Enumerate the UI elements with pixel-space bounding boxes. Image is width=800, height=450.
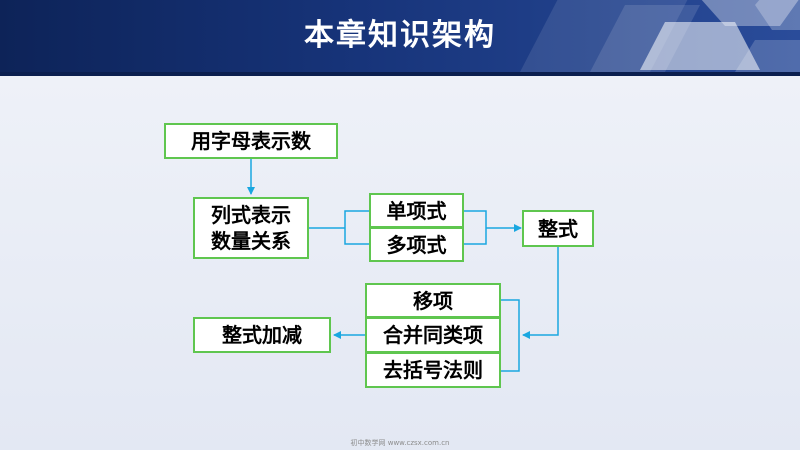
node-expressions-line1: 列式表示 <box>211 203 291 227</box>
node-letters-represent-numbers: 用字母表示数 <box>164 123 338 159</box>
node-add-subtract-expressions: 整式加减 <box>193 317 331 353</box>
node-integral-expression: 整式 <box>522 210 594 247</box>
node-combine-like-terms: 合并同类项 <box>365 317 501 353</box>
footer-watermark: 初中数学网 www.czsx.com.cn <box>350 439 450 447</box>
node-polynomial: 多项式 <box>369 227 464 262</box>
header-hexagon-decoration <box>520 0 800 72</box>
node-bracket-removal-rule: 去括号法则 <box>365 352 501 388</box>
header-divider <box>0 72 800 76</box>
diagram-canvas <box>0 76 800 450</box>
node-expressions: 列式表示 数量关系 <box>193 197 309 259</box>
node-monomial: 单项式 <box>369 193 464 228</box>
node-transpose: 移项 <box>365 283 501 318</box>
node-expressions-line2: 数量关系 <box>211 229 291 253</box>
slide-title: 本章知识架构 <box>304 18 496 53</box>
slide-header: 本章知识架构 <box>0 0 800 72</box>
